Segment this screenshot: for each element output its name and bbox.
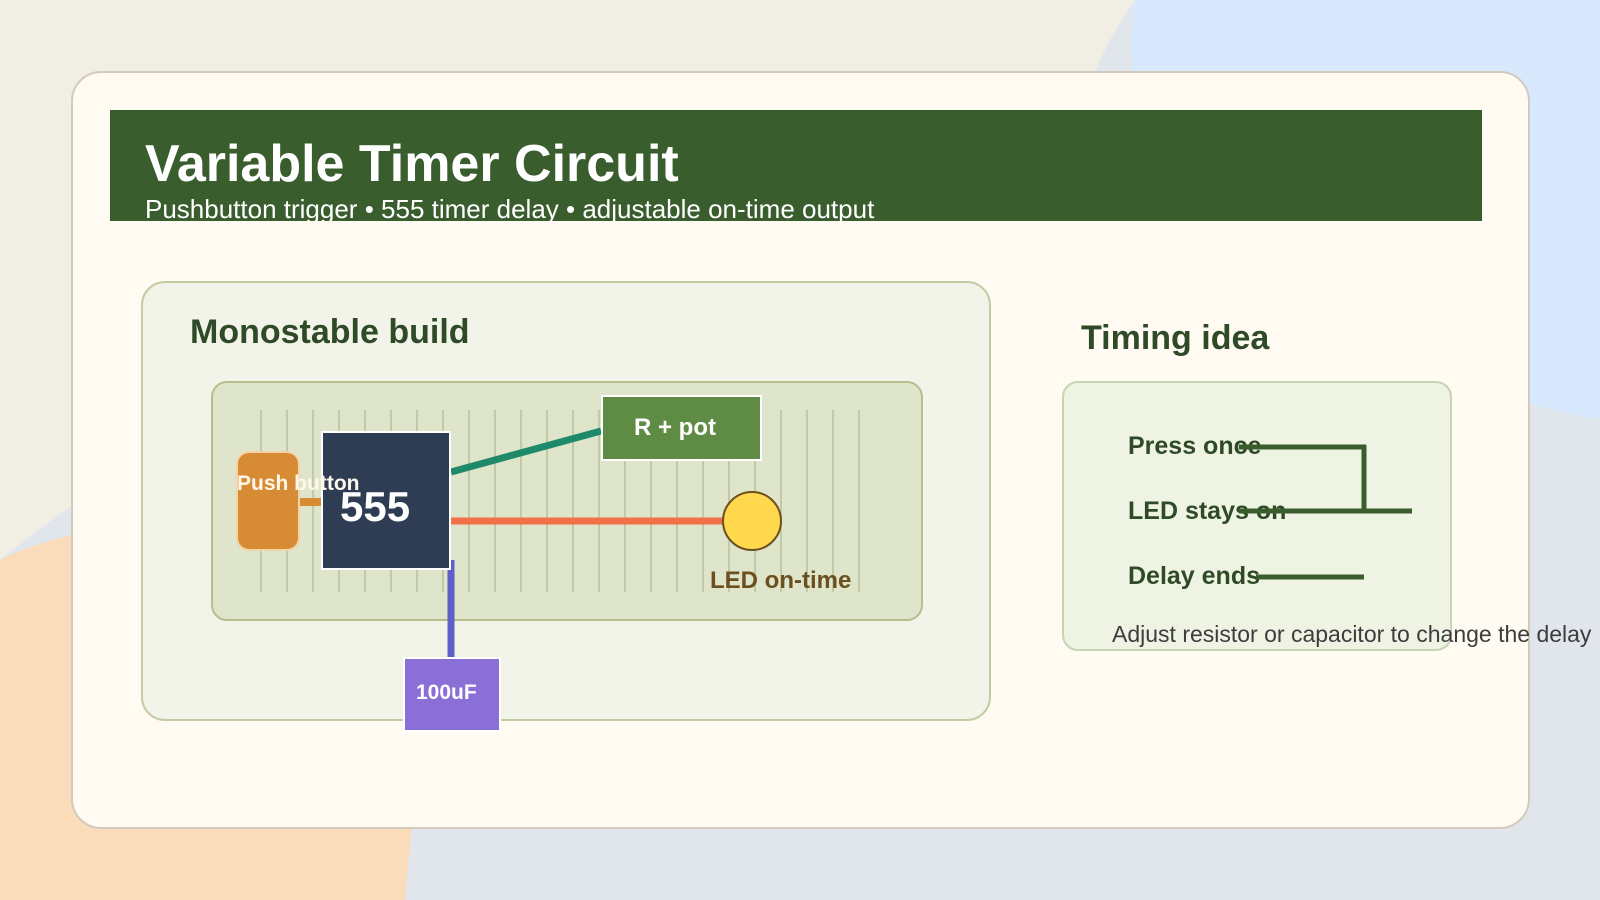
chip-label: 555 [340,483,411,530]
resistor-label: R + pot [634,414,716,441]
timing-box [1062,381,1452,651]
led-label: LED on-time [710,567,852,594]
led-icon [722,491,782,551]
page-subtitle: Pushbutton trigger • 555 timer delay • a… [145,194,875,221]
build-panel-title: Monostable build [190,313,470,351]
timing-title: Timing idea [1081,319,1270,357]
timing-note: Adjust resistor or capacitor to change t… [1112,621,1592,647]
page-title: Variable Timer Circuit [145,135,679,193]
capacitor-icon [403,657,501,732]
resistor-wire [450,427,602,476]
timing-line-delay-ends: Delay ends [1128,562,1261,590]
resistor-icon[interactable] [601,395,762,461]
capacitor-label: 100uF [416,681,477,704]
header-banner: Variable Timer Circuit Pushbutton trigge… [110,110,1482,221]
chip-icon [321,431,451,570]
pushbutton-icon[interactable] [236,451,300,551]
